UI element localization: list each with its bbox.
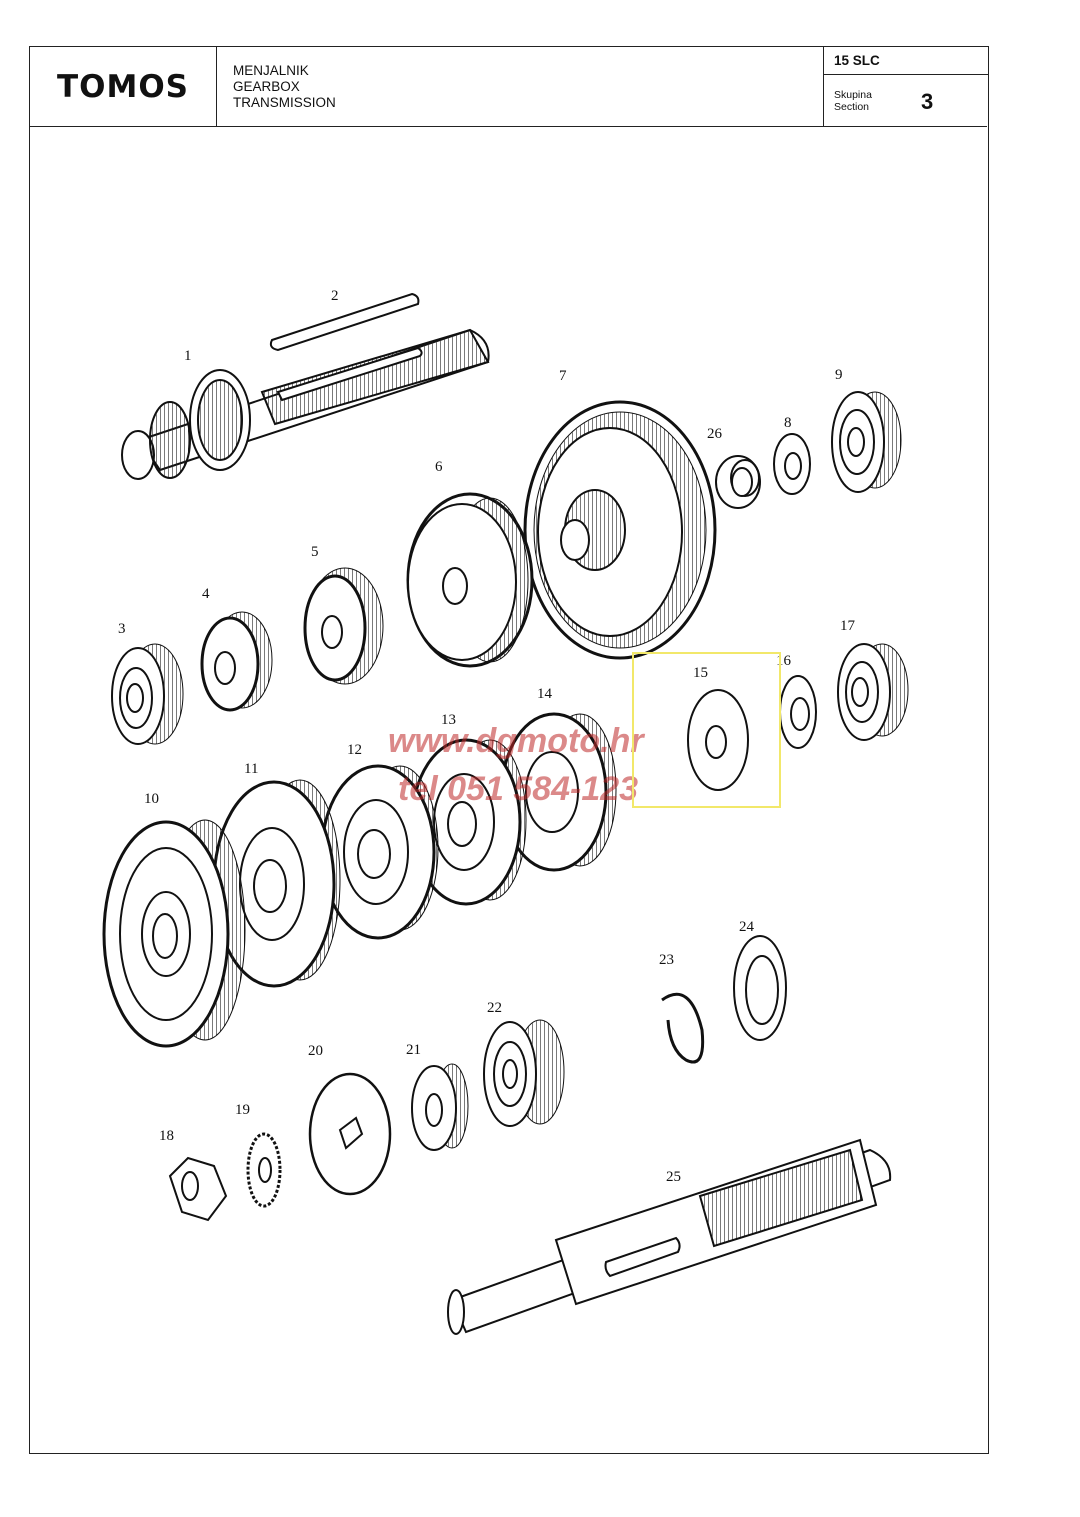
- part-5-gear: [303, 567, 384, 685]
- title-croatian: MENJALNIK: [233, 63, 309, 78]
- label-part-25: 25: [666, 1169, 681, 1185]
- label-part-18: 18: [159, 1128, 174, 1144]
- logo-cell: TOMOS: [30, 47, 217, 126]
- model-code: 15 SLC: [824, 47, 988, 75]
- label-part-7: 7: [559, 368, 567, 384]
- label-part-8: 8: [784, 415, 792, 431]
- part-9-bearing: [831, 391, 902, 493]
- label-part-1: 1: [184, 348, 192, 364]
- section-label: Skupina Section: [834, 89, 872, 113]
- part-13-gear: [410, 738, 527, 906]
- part-19-lock-washer: [246, 1132, 282, 1208]
- highlight-box-part-15: [632, 652, 781, 808]
- part-20-sprocket: [308, 1072, 392, 1196]
- part-14-gear: [500, 712, 617, 872]
- label-part-3: 3: [118, 621, 126, 637]
- part-23-circlip: [661, 992, 705, 1064]
- part-15-washer: [687, 689, 749, 791]
- label-part-5: 5: [311, 544, 319, 560]
- part-6-gear: [406, 492, 534, 668]
- label-part-20: 20: [308, 1043, 323, 1059]
- watermark-url: www.dgmoto.hr: [388, 722, 645, 760]
- part-labels: 2 1 7 9 26 8 6 5 4 3 17 15 16 14 13 12 1…: [118, 288, 856, 1185]
- label-part-21: 21: [406, 1042, 421, 1058]
- label-part-15: 15: [693, 665, 708, 681]
- part-18-nut: [168, 1156, 228, 1222]
- part-17-bearing: [837, 643, 909, 741]
- label-part-22: 22: [487, 1000, 502, 1016]
- title-english-alt: TRANSMISSION: [233, 95, 336, 110]
- watermark: www.dgmoto.hr tel 051 584-123: [388, 722, 645, 808]
- label-part-10: 10: [144, 791, 159, 807]
- brand-logo: TOMOS: [56, 68, 190, 105]
- parts-sheet: TOMOS MENJALNIK GEARBOX TRANSMISSION 15 …: [29, 46, 989, 1454]
- label-part-26: 26: [707, 426, 723, 442]
- part-21-spacer: [411, 1063, 469, 1151]
- part-2-key: [269, 292, 420, 352]
- label-part-19: 19: [235, 1102, 250, 1118]
- label-part-24: 24: [739, 919, 755, 935]
- part-12-gear: [320, 764, 439, 940]
- part-1-input-shaft: [121, 328, 490, 480]
- label-part-9: 9: [835, 367, 843, 383]
- label-part-12: 12: [347, 742, 362, 758]
- label-part-14: 14: [537, 686, 553, 702]
- section-label-hr: Skupina: [834, 89, 872, 101]
- label-part-17: 17: [840, 618, 856, 634]
- title-block: TOMOS MENJALNIK GEARBOX TRANSMISSION 15 …: [30, 47, 988, 127]
- part-25-output-shaft: [447, 1138, 892, 1335]
- model-section-cell: 15 SLC Skupina Section 3: [823, 47, 988, 126]
- part-7-large-gear: [523, 400, 717, 660]
- part-22-bearing: [483, 1019, 565, 1127]
- part-26-bush: [715, 455, 761, 509]
- part-16-washer: [779, 675, 817, 749]
- part-4-gear: [200, 611, 273, 712]
- section-label-en: Section: [834, 101, 870, 113]
- part-24-washer: [733, 935, 787, 1041]
- label-part-23: 23: [659, 952, 674, 968]
- title-english: GEARBOX: [233, 79, 300, 94]
- watermark-phone: tel 051 584-123: [398, 770, 638, 808]
- label-part-2: 2: [331, 288, 339, 304]
- drawing-titles: MENJALNIK GEARBOX TRANSMISSION: [233, 63, 336, 111]
- part-3-bearing: [111, 643, 184, 745]
- label-part-6: 6: [435, 459, 443, 475]
- part-8-washer: [773, 433, 811, 495]
- label-part-4: 4: [202, 586, 210, 602]
- label-part-13: 13: [441, 712, 456, 728]
- part-10-gear: [102, 819, 246, 1048]
- section-number: 3: [921, 89, 934, 114]
- label-part-11: 11: [244, 761, 258, 777]
